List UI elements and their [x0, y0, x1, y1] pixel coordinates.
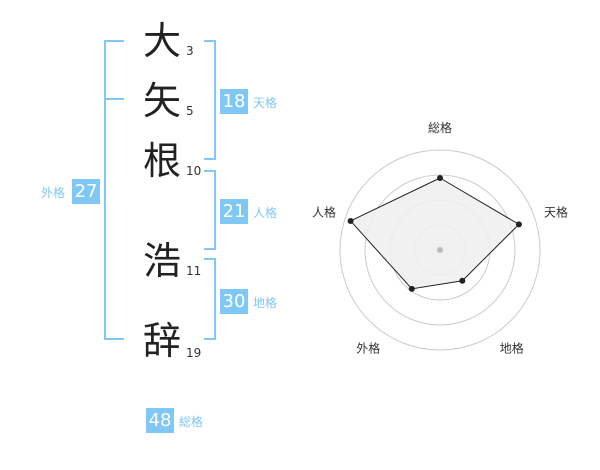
name-char-2: 矢: [142, 79, 181, 123]
stroke-count-3: 10: [186, 164, 202, 178]
soukaku-label: 総格: [179, 415, 204, 429]
gaikaku-label: 外格: [41, 186, 66, 200]
radar-point-2: [515, 221, 522, 228]
radar-axis-label-3: 地格: [500, 341, 524, 356]
radar-point-3: [459, 277, 466, 284]
name-char-1: 大: [142, 19, 181, 63]
chikaku-label: 地格: [253, 296, 278, 310]
radar-center-dot: [437, 247, 443, 253]
radar-axis-label-4: 外格: [356, 341, 380, 356]
tenkaku-value: 18: [220, 89, 248, 114]
jinkaku-value: 21: [220, 199, 248, 224]
stroke-count-1: 3: [186, 44, 194, 58]
jinkaku-label: 人格: [253, 206, 278, 220]
soukaku-value: 48: [146, 408, 174, 433]
gaikaku-value: 27: [72, 179, 100, 204]
stroke-count-2: 5: [186, 104, 194, 118]
radar-axis-label-2: 天格: [544, 204, 568, 219]
name-char-5: 辞: [142, 319, 181, 363]
radar-axis-label-5: 人格: [312, 204, 336, 219]
radar-ring: [339, 149, 541, 351]
radar-point-1: [437, 175, 443, 181]
radar-series-polygon: [349, 177, 520, 290]
radar-axis-label-1: 総格: [428, 120, 452, 135]
name-char-4: 浩: [142, 239, 181, 283]
name-char-3: 根: [142, 139, 181, 183]
chikaku-value: 30: [220, 289, 248, 314]
radar-point-4: [408, 285, 415, 292]
stroke-count-4: 11: [186, 264, 202, 278]
tenkaku-label: 天格: [253, 96, 278, 110]
stroke-count-5: 19: [186, 346, 202, 360]
radar-point-5: [347, 217, 354, 224]
